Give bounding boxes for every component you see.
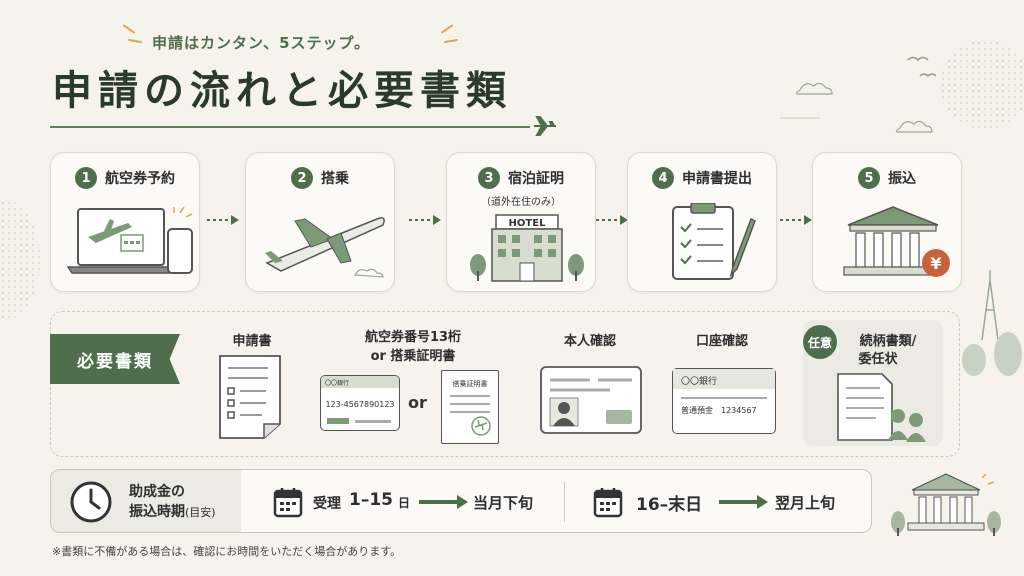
- period2-range: 16–末日: [636, 495, 703, 515]
- doc-label-ticket-line2: or 搭乗証明書: [370, 349, 456, 364]
- doc-label-ticket-line1: 航空券番号13桁: [364, 330, 462, 345]
- required-documents-section: [50, 311, 960, 457]
- doc-label-optional-line2: 委任状: [858, 352, 898, 367]
- result2: 翌月上旬: [775, 494, 836, 512]
- card-number: 123-4567890123: [325, 400, 395, 409]
- passbook-account: 普通預金 1234567: [681, 406, 757, 415]
- step-card-2: 2 搭乗: [245, 152, 395, 292]
- boarding-certificate-title: 搭乗証明書: [452, 380, 488, 388]
- document-people-icon: [837, 373, 926, 442]
- page-title: 申請の流れと必要書類: [52, 68, 512, 114]
- application-form-icon: [219, 355, 281, 439]
- optional-badge: 任意: [803, 325, 837, 359]
- bank-yen-icon: ¥: [843, 206, 950, 277]
- period1-unit: 日: [398, 496, 411, 510]
- title-underline: [50, 126, 530, 128]
- tower-tree-decoration: [962, 270, 1022, 376]
- step-note: （道外在住のみ）: [481, 197, 561, 208]
- step-label: 宿泊証明: [508, 171, 564, 187]
- bank-passbook-icon: 〇〇銀行 普通預金 1234567: [672, 368, 776, 434]
- doc-label-application: 申請書: [232, 334, 272, 349]
- step-card-3: 3 宿泊証明 （道外在住のみ） HOTEL: [446, 152, 596, 292]
- sparkle-decoration: [127, 38, 143, 44]
- step-number: 5: [858, 167, 880, 189]
- hotel-sign-text: HOTEL: [509, 218, 547, 229]
- doc-label-identity: 本人確認: [563, 334, 616, 349]
- step-card-4: 4 申請書提出: [627, 152, 777, 292]
- step-number: 3: [478, 167, 500, 189]
- birds-clouds-decoration: [780, 56, 937, 133]
- arrow-right-icon: [719, 495, 768, 509]
- clock-icon: [70, 481, 112, 523]
- airplane-icon: [534, 116, 556, 136]
- airplane-stamp-icon: [471, 416, 491, 436]
- step-number: 1: [75, 167, 97, 189]
- boarding-certificate-icon: 搭乗証明書: [441, 370, 499, 444]
- passbook-header: 〇〇銀行: [673, 369, 775, 389]
- hotel-icon: HOTEL: [470, 214, 584, 282]
- card-header: 〇〇銀行: [321, 376, 399, 388]
- timing-title-note: (目安): [185, 506, 216, 519]
- arrow-right-icon: [419, 495, 468, 509]
- id-card-icon: [540, 366, 642, 434]
- step-label: 搭乗: [321, 171, 349, 187]
- bank-building-decoration: [891, 473, 1001, 536]
- timing-title-line2: 振込時期: [129, 504, 185, 520]
- footnote: ※書類に不備がある場合は、確認にお時間をいただく場合があります。: [52, 545, 402, 558]
- result1: 当月下旬: [473, 494, 534, 512]
- clipboard-checklist-icon: [672, 203, 756, 280]
- e-ticket-card: 〇〇銀行 123-4567890123: [320, 375, 400, 431]
- timing-divider: [564, 482, 565, 522]
- laptop-phone-plane-icon: [66, 206, 193, 274]
- doc-label-optional-line1: 続柄書類/: [859, 334, 917, 349]
- step-card-5: 5 振込 ¥: [812, 152, 962, 292]
- sparkle-decoration: [440, 24, 454, 34]
- calendar-icon: [593, 488, 623, 518]
- transfer-timing-panel: 助成金の 振込時期(目安) 受理 1–15 日 当月下旬 16–末日 翌月上旬: [50, 469, 872, 533]
- doc-label-account: 口座確認: [695, 334, 748, 349]
- step-label: 申請書提出: [682, 171, 752, 187]
- calendar-icon: [273, 488, 303, 518]
- step-number: 2: [291, 167, 313, 189]
- or-separator: or: [408, 393, 427, 412]
- step-card-1: 1 航空券予約: [50, 152, 200, 292]
- step-arrow-1: [207, 215, 239, 225]
- step-label: 航空券予約: [105, 171, 175, 187]
- step-arrow-4: [780, 215, 812, 225]
- yen-icon: ¥: [930, 254, 941, 273]
- timing-title-line1: 助成金の: [129, 484, 185, 500]
- step-number: 4: [652, 167, 674, 189]
- step-arrow-3: [596, 215, 628, 225]
- step-arrow-2: [409, 215, 441, 225]
- sparkle-decoration: [122, 24, 136, 34]
- required-documents-tag: 必要書類: [50, 334, 180, 384]
- step-label: 振込: [888, 171, 916, 187]
- period1-label: 受理: [313, 496, 341, 512]
- header-subtitle: 申請はカンタン、5ステップ。: [152, 34, 371, 52]
- sparkle-decoration: [443, 38, 459, 44]
- dot-pattern-top-right: [940, 40, 1024, 130]
- dot-pattern-left: [0, 200, 40, 320]
- airplane-icon: [265, 217, 385, 278]
- period1-range: 1–15: [349, 490, 393, 510]
